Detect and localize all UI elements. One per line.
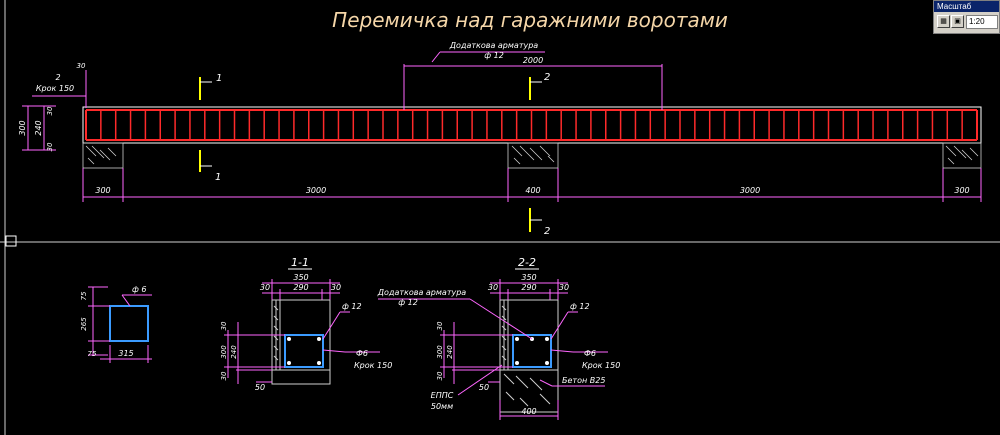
section-1-bars [287, 337, 321, 365]
stirrup-dim-mid: 265 [80, 317, 88, 331]
s2-dim-290: 290 [521, 283, 536, 292]
s2-insulation-thickness: 50мм [431, 402, 453, 411]
s1-spacing-label: Крок 150 [354, 361, 392, 370]
scale-dialog-button[interactable]: ▦ [937, 15, 950, 28]
cut-2-top: 2 [544, 72, 550, 83]
section-1-title: 1-1 [291, 256, 309, 269]
s2-rebar-diameter: ф 12 [570, 302, 590, 311]
s1-stirrup-label: Ф6 [356, 349, 368, 358]
section-1-1: 1-1 [220, 256, 392, 392]
s1-dim-30-right: 30 [331, 283, 341, 292]
s2-spacing-label: Крок 150 [582, 361, 620, 370]
s2-dim-30-left: 30 [488, 283, 498, 292]
dim-left-top-30: 30 [77, 62, 86, 70]
s2-side-30-bottom: 30 [436, 371, 444, 380]
cut-2-bottom: 2 [544, 226, 550, 237]
s2-stirrup-label: Ф6 [584, 349, 596, 358]
s2-side-30-top: 30 [436, 321, 444, 330]
stirrup-dim-top: 75 [80, 291, 88, 300]
s2-dim-50: 50 [479, 383, 489, 392]
supports [82, 142, 982, 169]
s2-dim-350: 350 [521, 273, 536, 282]
stirrup-lines [100, 110, 963, 140]
stirrup-detail: ф 6 75 265 75 315 [80, 285, 152, 363]
s2-concrete-label: Бетон В25 [562, 376, 605, 385]
extra-rebar-diameter: ф 12 [484, 51, 504, 60]
bar-count-label: 2 [55, 73, 60, 82]
scale-toolbar-title: Масштаб [934, 1, 999, 12]
s2-extra-rebar-diameter: ф 12 [398, 298, 418, 307]
s1-side-240: 240 [230, 345, 238, 359]
s1-rebar-diameter: ф 12 [342, 302, 362, 311]
dim-height-30-top: 30 [46, 106, 54, 115]
section-2-bars [515, 337, 549, 365]
cut-1-top: 1 [216, 73, 222, 84]
s2-extra-rebar-label: Додаткова арматура [377, 288, 467, 297]
section-2-stirrup [512, 334, 552, 368]
stirrup-dim-width: 315 [118, 349, 133, 358]
bottom-dim-2: 3000 [306, 186, 326, 195]
beam-elevation: Додаткова арматура ф 12 2000 2 Крок 150 … [18, 41, 982, 237]
s1-side-30-top: 30 [220, 321, 228, 330]
s1-dim-50: 50 [255, 383, 265, 392]
s1-dim-290: 290 [293, 283, 308, 292]
s2-insulation-label: ЕППС [431, 391, 454, 400]
cut-markers [199, 77, 531, 232]
bottom-dim-5: 300 [954, 186, 969, 195]
s2-side-240: 240 [446, 345, 454, 359]
scale-toolbar: Масштаб ▦ ▣ 1:20 [933, 0, 1000, 34]
stirrup-diameter: ф 6 [132, 285, 146, 294]
s1-dim-350: 350 [293, 273, 308, 282]
dim-height-240: 240 [34, 120, 43, 135]
left-dims [22, 70, 87, 151]
scale-set-button[interactable]: ▣ [951, 15, 964, 28]
dim-height-300: 300 [18, 120, 27, 135]
extra-rebar-label: Додаткова арматура [449, 41, 539, 50]
s2-side-300: 300 [436, 345, 444, 359]
stirrup-dim-bottom: 75 [88, 350, 97, 358]
bottom-dim-1: 300 [95, 186, 110, 195]
stirrup-shape [109, 305, 149, 342]
extra-rebar-dim [403, 51, 663, 110]
s1-side-300: 300 [220, 345, 228, 359]
bottom-dim-chain [82, 168, 982, 202]
section-2-2: 2-2 [377, 256, 620, 420]
scale-input[interactable]: 1:20 [966, 15, 998, 29]
dim-height-30-bottom: 30 [46, 142, 54, 151]
s1-side-30-bottom: 30 [220, 371, 228, 380]
s2-dim-400: 400 [521, 407, 536, 416]
drawing-title: Перемичка над гаражними воротами [332, 8, 728, 32]
extra-rebar-length: 2000 [523, 56, 543, 65]
bottom-dim-3: 400 [525, 186, 540, 195]
section-2-title: 2-2 [518, 256, 536, 269]
s1-dim-30-left: 30 [260, 283, 270, 292]
cut-1-bottom: 1 [215, 172, 221, 183]
bottom-dim-4: 3000 [740, 186, 760, 195]
s2-dim-30-right: 30 [559, 283, 569, 292]
section-1-stirrup [284, 334, 324, 368]
left-spacing-label: Крок 150 [36, 84, 74, 93]
